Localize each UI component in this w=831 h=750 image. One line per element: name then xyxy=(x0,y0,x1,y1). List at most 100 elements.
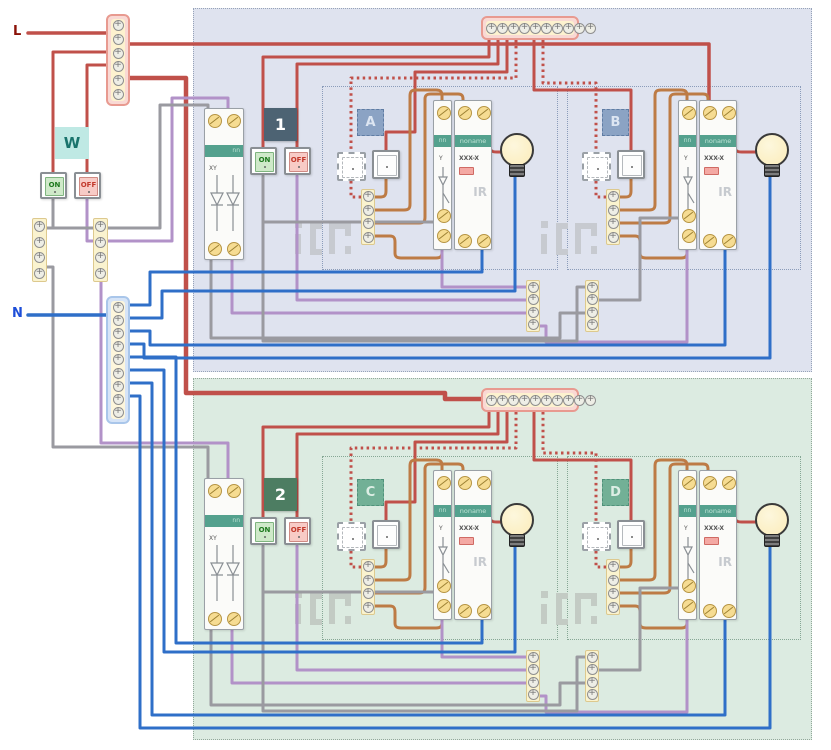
din-screw xyxy=(437,476,451,490)
device-function: IR xyxy=(718,185,732,199)
terminal-screw xyxy=(497,22,508,34)
din-screw xyxy=(703,234,717,248)
main-on-button[interactable]: ON xyxy=(40,172,67,199)
din-screw xyxy=(477,106,491,120)
module-a-terminal-strip[interactable] xyxy=(361,189,375,245)
module-d-impulse-relay[interactable]: nn Y xyxy=(678,470,697,620)
phase-distribution-bar[interactable] xyxy=(106,14,130,106)
module-c-wireless-button[interactable] xyxy=(337,522,366,551)
terminal-screw xyxy=(362,231,374,243)
main-off-button[interactable]: OFF xyxy=(74,172,101,199)
device-marking: Y xyxy=(684,525,688,532)
terminal-screw xyxy=(362,204,374,216)
zone2-off-button[interactable]: OFF xyxy=(284,517,311,545)
terminal-screw xyxy=(95,267,106,279)
neutral-blue-wires xyxy=(26,173,772,730)
terminal-screw xyxy=(586,294,598,306)
module-b-terminal-strip[interactable] xyxy=(606,189,620,245)
button-dot xyxy=(263,536,266,538)
module-d-tag[interactable]: D xyxy=(602,479,629,506)
device-model: XXX-X xyxy=(704,155,725,162)
terminal-screw xyxy=(112,328,124,340)
din-screw xyxy=(703,476,717,490)
zone1-phase-busbar[interactable] xyxy=(481,16,596,40)
module-b-impulse-relay[interactable]: nn Y xyxy=(678,100,697,250)
module-c-terminal-strip[interactable] xyxy=(361,559,375,615)
module-a-impulse-relay[interactable]: nn Y xyxy=(433,100,452,250)
device-band: nn xyxy=(679,505,696,517)
zone1-off-button[interactable]: OFF xyxy=(284,147,311,175)
module-b-box xyxy=(567,86,801,270)
module-b-tag[interactable]: B xyxy=(602,109,629,136)
terminal-screw xyxy=(527,281,539,293)
module-b-lamp-base xyxy=(764,164,780,177)
zone2-phase-busbar[interactable] xyxy=(481,388,596,412)
module-a-lamp[interactable] xyxy=(500,133,534,167)
din-screw xyxy=(722,106,736,120)
module-a-pushbutton[interactable] xyxy=(372,150,400,179)
terminal-screw xyxy=(607,218,619,230)
zone1-dimmer-breaker[interactable]: nn XY xyxy=(204,108,244,260)
module-a-ir-actuator[interactable]: noname XXX-X IR xyxy=(454,100,492,250)
module-d-ir-actuator[interactable]: noname XXX-X IR xyxy=(699,470,737,620)
din-screw xyxy=(208,612,222,626)
zone1-on-button[interactable]: ON xyxy=(250,147,277,175)
module-c-impulse-relay[interactable]: nn Y xyxy=(433,470,452,620)
din-screw xyxy=(227,612,241,626)
zone2-dimmer-breaker[interactable]: nn XY xyxy=(204,478,244,630)
zone2-purple-strip[interactable] xyxy=(526,650,540,702)
terminal-screw xyxy=(574,394,585,406)
zone1-purple-strip[interactable] xyxy=(526,280,540,332)
terminal-screw xyxy=(607,561,619,573)
module-b-lamp[interactable] xyxy=(755,133,789,167)
neutral-distribution-bar[interactable] xyxy=(106,296,130,424)
terminal-screw xyxy=(112,354,124,366)
button-dot xyxy=(631,165,633,168)
terminal-screw xyxy=(552,22,563,34)
zone2-number-tag[interactable]: 2 xyxy=(264,478,297,511)
module-a-wireless-button[interactable] xyxy=(337,152,366,181)
module-b-ir-actuator[interactable]: noname XXX-X IR xyxy=(699,100,737,250)
brand-watermark xyxy=(541,221,597,255)
terminal-screw xyxy=(586,651,598,663)
terminal-screw xyxy=(519,22,530,34)
terminal-screw xyxy=(530,394,541,406)
terminal-screw xyxy=(586,689,598,701)
module-c-pushbutton[interactable] xyxy=(372,520,400,549)
module-a-tag[interactable]: A xyxy=(357,109,384,136)
din-screw xyxy=(458,106,472,120)
terminal-screw xyxy=(486,394,497,406)
zone1-number-tag[interactable]: 1 xyxy=(264,108,297,141)
off-button-label: OFF xyxy=(290,156,307,164)
off-terminal-strip[interactable] xyxy=(93,218,108,282)
zone1-gray-strip[interactable] xyxy=(585,280,599,332)
terminal-screw xyxy=(112,393,124,405)
relay-contact-symbol xyxy=(438,167,450,209)
din-screw xyxy=(722,476,736,490)
module-b-wireless-button[interactable] xyxy=(582,152,611,181)
on-button-label: ON xyxy=(48,180,61,189)
module-d-terminal-strip[interactable] xyxy=(606,559,620,615)
device-band: noname xyxy=(455,505,491,517)
module-c-lamp[interactable] xyxy=(500,503,534,537)
terminal-screw xyxy=(563,394,574,406)
button-dot xyxy=(297,166,300,168)
device-function: IR xyxy=(718,555,732,569)
module-d-lamp-base xyxy=(764,534,780,547)
terminal-screw xyxy=(34,236,45,248)
terminal-screw xyxy=(563,22,574,34)
zone2-on-button[interactable]: ON xyxy=(250,517,277,545)
module-d-pushbutton[interactable] xyxy=(617,520,645,549)
relay-contact-symbol xyxy=(683,167,695,209)
module-c-tag[interactable]: C xyxy=(357,479,384,506)
device-marking: Y xyxy=(439,155,443,162)
zone2-gray-strip[interactable] xyxy=(585,650,599,702)
terminal-screw xyxy=(362,574,374,586)
module-b-pushbutton[interactable] xyxy=(617,150,645,179)
button-dot xyxy=(351,167,354,170)
module-d-lamp[interactable] xyxy=(755,503,789,537)
device-band: nn xyxy=(434,135,451,147)
on-terminal-strip[interactable] xyxy=(32,218,47,282)
module-c-ir-actuator[interactable]: noname XXX-X IR xyxy=(454,470,492,620)
module-d-wireless-button[interactable] xyxy=(582,522,611,551)
